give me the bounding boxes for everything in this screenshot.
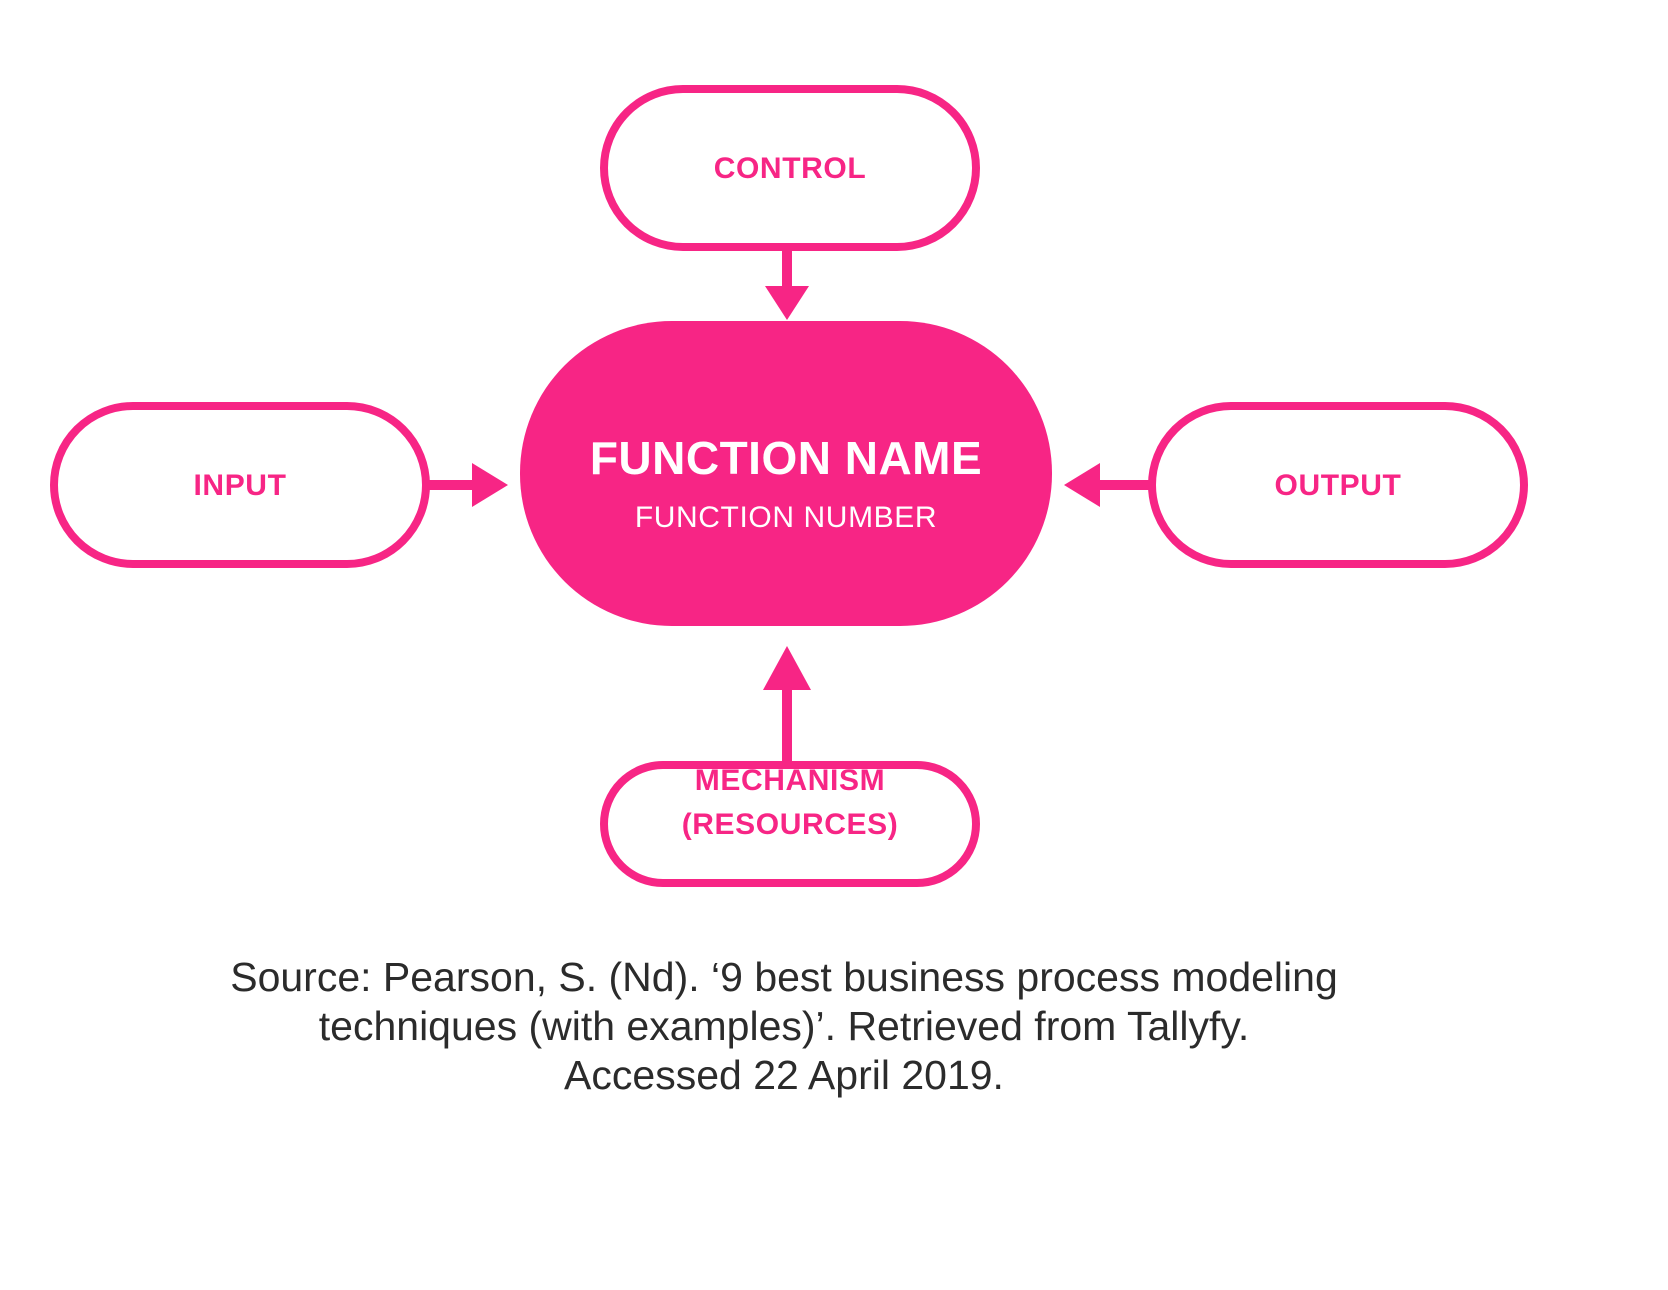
node-input[interactable]: INPUT	[50, 402, 430, 568]
function-block-shape	[520, 321, 1052, 626]
node-output[interactable]: OUTPUT	[1148, 402, 1528, 568]
control-label: CONTROL	[714, 152, 867, 185]
function-number-label: FUNCTION NUMBER	[635, 501, 937, 534]
mechanism-label-line1: MECHANISM	[695, 764, 885, 797]
caption-line-2: techniques (with examples)’. Retrieved f…	[319, 1003, 1249, 1049]
caption-line-3: Accessed 22 April 2019.	[564, 1052, 1004, 1098]
node-control[interactable]: CONTROL	[600, 85, 980, 251]
mechanism-label-line2: (RESOURCES)	[682, 808, 899, 841]
arrow-mechanism-to-function	[763, 646, 811, 765]
arrow-input-to-function	[426, 463, 508, 507]
caption-line-1: Source: Pearson, S. (Nd). ‘9 best busine…	[230, 954, 1338, 1000]
node-mechanism[interactable]: MECHANISM (RESOURCES)	[600, 761, 980, 887]
output-label: OUTPUT	[1275, 469, 1402, 502]
arrow-output-to-function	[1064, 463, 1152, 507]
input-label: INPUT	[194, 469, 287, 502]
node-function-center[interactable]: FUNCTION NAME FUNCTION NUMBER	[520, 321, 1052, 626]
source-caption: Source: Pearson, S. (Nd). ‘9 best busine…	[230, 954, 1338, 1098]
arrow-control-to-function	[765, 247, 809, 320]
function-name-label: FUNCTION NAME	[590, 432, 982, 484]
